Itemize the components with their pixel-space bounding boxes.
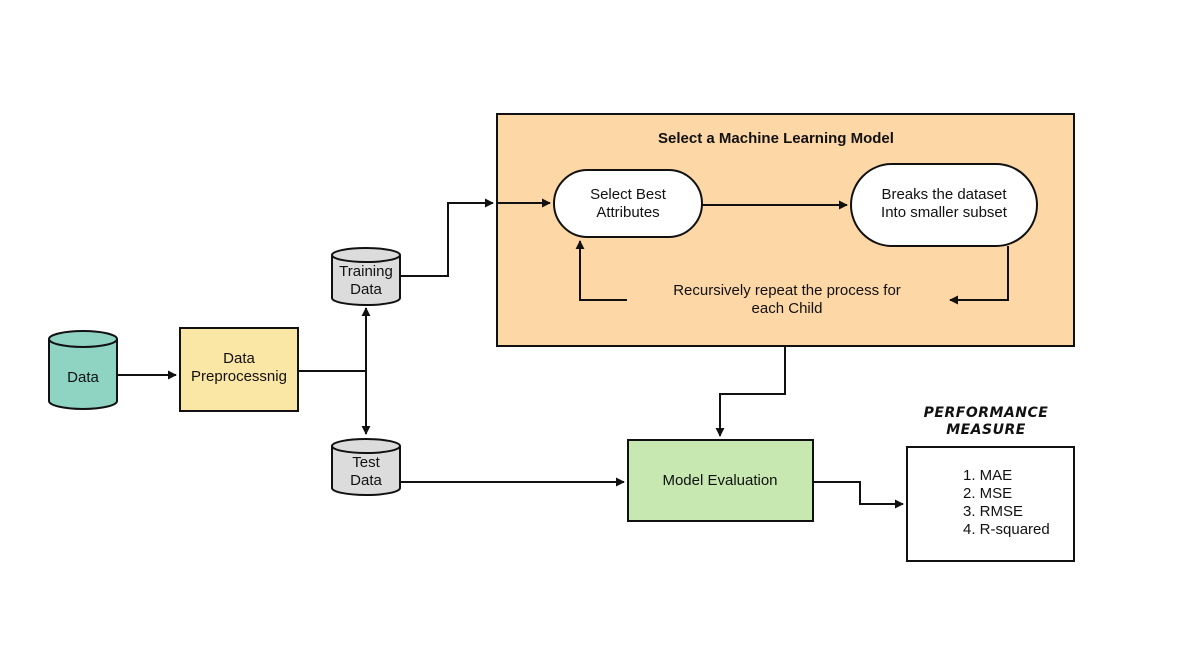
select-attributes-line2: Attributes	[596, 204, 659, 221]
performance-measure-box	[906, 446, 1075, 562]
performance-measure-node: PERFORMANCE MEASURE 1. MAE 2. MSE 3. RMS…	[906, 405, 1075, 562]
recursive-note-line1: Recursively repeat the process for	[673, 282, 901, 299]
performance-heading-line2: MEASURE	[946, 422, 1026, 438]
breaks-dataset-line2: Into smaller subset	[881, 204, 1008, 221]
preprocessing-box	[179, 327, 299, 412]
test-data-cylinder-top	[331, 438, 401, 454]
breaks-dataset-line1: Breaks the dataset	[881, 186, 1007, 203]
test-data-cylinder: Test Data	[331, 438, 401, 496]
model-evaluation-node: Model Evaluation	[627, 439, 814, 522]
data-cylinder-top	[48, 330, 118, 348]
model-evaluation-box	[627, 439, 814, 522]
performance-heading-line1: PERFORMANCE	[924, 405, 1049, 421]
edge-recursive-to-select	[575, 240, 627, 301]
test-data-line1: Test	[352, 454, 380, 471]
data-label: Data	[67, 369, 99, 386]
select-attributes-line1: Select Best	[590, 186, 667, 203]
breaks-dataset-node: Breaks the dataset Into smaller subset	[850, 163, 1038, 247]
breaks-dataset-box	[850, 163, 1038, 247]
preprocessing-line2: Preprocessnig	[191, 368, 287, 385]
test-data-cylinder-body	[331, 446, 401, 496]
preprocessing-node: Data Preprocessnig	[179, 327, 299, 412]
data-cylinder-body	[48, 339, 118, 410]
performance-item-2: 2. MSE	[963, 485, 1012, 502]
select-attributes-box	[553, 169, 703, 238]
edge-training-to-ml-panel	[400, 198, 494, 277]
performance-item-3: 3. RMSE	[963, 503, 1023, 520]
connectors	[117, 198, 1009, 509]
performance-item-1: 1. MAE	[963, 467, 1012, 484]
test-data-line2: Data	[350, 472, 382, 489]
training-data-cylinder-body	[331, 255, 401, 306]
select-attributes-node: Select Best Attributes	[553, 169, 703, 238]
edge-ml-panel-to-evaluation	[715, 346, 786, 437]
ml-model-title: Select a Machine Learning Model	[658, 130, 894, 147]
training-data-line2: Data	[350, 281, 382, 298]
edge-breaks-to-recursive	[949, 246, 1009, 305]
edge-evaluation-to-performance	[813, 481, 904, 509]
preprocessing-line1: Data	[223, 350, 255, 367]
training-data-line1: Training	[339, 263, 393, 280]
data-cylinder: Data	[48, 330, 118, 410]
model-evaluation-label: Model Evaluation	[662, 472, 777, 489]
training-data-cylinder: Training Data	[331, 247, 401, 306]
recursive-note: Recursively repeat the process for each …	[673, 282, 901, 317]
performance-item-4: 4. R-squared	[963, 521, 1050, 538]
training-data-cylinder-top	[331, 247, 401, 263]
recursive-note-line2: each Child	[752, 300, 823, 317]
